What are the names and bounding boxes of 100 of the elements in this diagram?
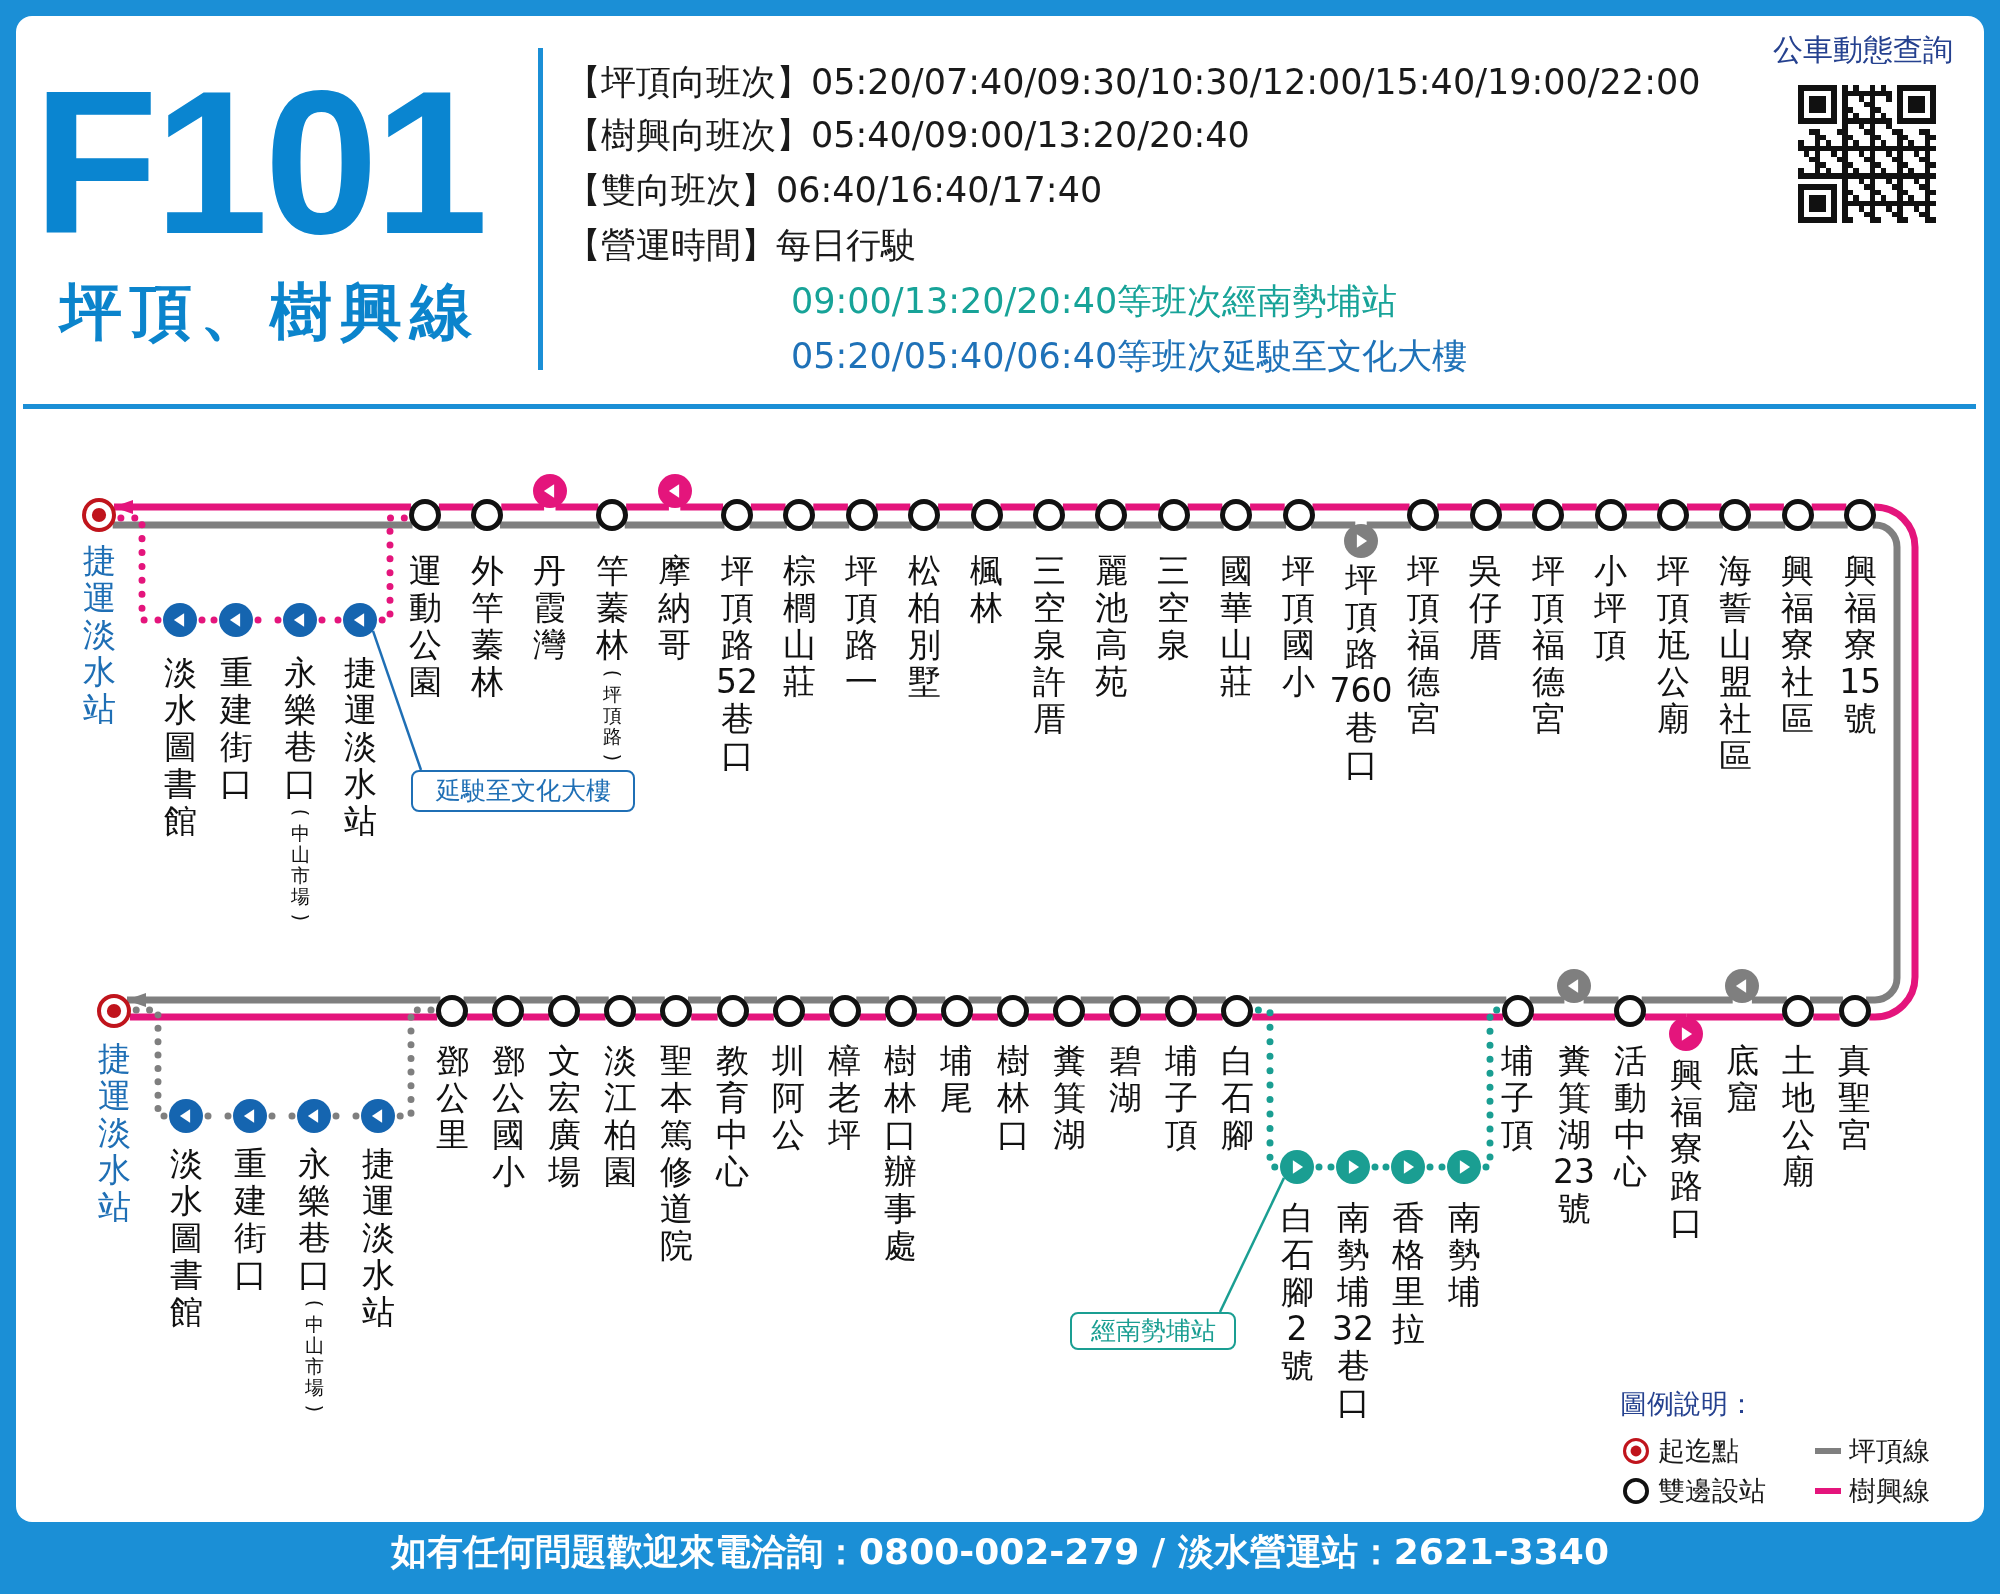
route-line bbox=[1811, 503, 1847, 511]
route-line bbox=[1866, 521, 1901, 1004]
dotted-route-line bbox=[1315, 1163, 1335, 1171]
stop-name: 楓林 bbox=[970, 552, 1004, 626]
stop-name: 坪頂福德宮 bbox=[1406, 552, 1440, 737]
stop-name: 埔子頂 bbox=[1164, 1042, 1198, 1153]
route-line bbox=[1435, 521, 1474, 529]
route-title: F101 bbox=[33, 59, 485, 264]
route-line bbox=[1498, 521, 1536, 529]
legend-label: 樹興線 bbox=[1849, 1475, 1930, 1508]
stop-name: 國華山莊 bbox=[1219, 552, 1253, 700]
route-line bbox=[1061, 521, 1099, 529]
stop-name: 樹林口辦事處 bbox=[884, 1042, 918, 1264]
route-line bbox=[555, 503, 599, 511]
stop-name: 棕櫚山莊 bbox=[782, 552, 816, 700]
route-line bbox=[1024, 996, 1058, 1004]
route-line bbox=[1641, 996, 1733, 1004]
stop-name: 真聖宮 bbox=[1838, 1042, 1871, 1153]
route-line bbox=[1248, 521, 1287, 529]
stop-name: 興福寮社區 bbox=[1781, 552, 1815, 737]
stop-name: 捷運淡水站 bbox=[82, 542, 116, 727]
stop-name: 鄧公國小 bbox=[491, 1042, 525, 1190]
route-line bbox=[1140, 1013, 1167, 1021]
leader-line bbox=[1218, 1177, 1286, 1313]
route-line bbox=[1810, 521, 1848, 529]
route-line bbox=[575, 996, 609, 1004]
route-line bbox=[1685, 521, 1723, 529]
route-line bbox=[938, 503, 973, 511]
route-line bbox=[999, 521, 1037, 529]
stop-name: 碧湖 bbox=[1108, 1042, 1142, 1116]
route-line bbox=[1083, 1013, 1111, 1021]
stop-name: 運動公園 bbox=[408, 552, 442, 700]
stop-name: 土地公廟 bbox=[1781, 1042, 1815, 1190]
route-line bbox=[1749, 503, 1784, 511]
stop-name: 重建街口 bbox=[219, 654, 253, 802]
route-line bbox=[1869, 503, 1919, 1021]
stop-name: 摩納哥 bbox=[658, 552, 692, 663]
route-line bbox=[1192, 996, 1226, 1004]
route-line bbox=[1252, 1013, 1504, 1021]
stop-name: 聖本篤修道院 bbox=[659, 1042, 693, 1264]
stop-name: 教育中心 bbox=[716, 1042, 749, 1190]
route-line bbox=[1532, 1013, 1616, 1021]
route-line bbox=[691, 1013, 718, 1021]
route-line bbox=[519, 996, 553, 1004]
route-line bbox=[874, 521, 912, 529]
route-line bbox=[1644, 1013, 1687, 1021]
route-line bbox=[912, 996, 946, 1004]
route-line bbox=[466, 1013, 494, 1021]
schedule-note: 05:20/05:40/06:40等班次延駛至文化大樓 bbox=[791, 335, 1468, 377]
stop-name: 鄧公里 bbox=[435, 1042, 469, 1153]
dotted-route-line bbox=[332, 1112, 360, 1120]
route-line bbox=[1312, 503, 1410, 511]
route-line bbox=[1186, 521, 1224, 529]
route-line bbox=[1686, 1013, 1784, 1021]
route-line bbox=[747, 1013, 774, 1021]
route-line bbox=[968, 996, 1002, 1004]
stop-name: 文宏廣場 bbox=[547, 1042, 581, 1190]
stop-name: 坪頂路760巷口 bbox=[1329, 561, 1393, 783]
stop-name: 白石腳 bbox=[1220, 1042, 1254, 1153]
route-line bbox=[112, 521, 413, 529]
route-line bbox=[626, 503, 669, 511]
stop-name: 坪頂福德宮 bbox=[1531, 552, 1565, 737]
route-line bbox=[1562, 503, 1597, 511]
dotted-route-line bbox=[117, 514, 162, 624]
schedule-line: 【樹興向班次】05:40/09:00/13:20/20:40 bbox=[566, 114, 1250, 156]
route-line bbox=[624, 521, 725, 529]
dotted-route-line bbox=[132, 1006, 168, 1120]
route-line bbox=[579, 1013, 606, 1021]
stop-name: 樟老坪 bbox=[828, 1042, 862, 1153]
callout: 經南勢埔站 bbox=[1070, 1312, 1236, 1350]
stop-name: 海誓山盟社區 bbox=[1718, 552, 1752, 774]
route-line bbox=[1583, 996, 1619, 1004]
legend-label: 起迄點 bbox=[1658, 1435, 1739, 1468]
stop-name: 糞箕湖23號 bbox=[1553, 1042, 1595, 1227]
route-line bbox=[936, 521, 975, 529]
stop-name: 香格里拉 bbox=[1391, 1199, 1425, 1347]
stop-name: 吳仔厝 bbox=[1469, 552, 1503, 663]
stop-name: 捷運淡水站 bbox=[343, 654, 377, 839]
stop-name: 小坪頂 bbox=[1594, 552, 1628, 663]
route-line bbox=[1250, 503, 1285, 511]
route-line bbox=[1624, 503, 1660, 511]
route-line bbox=[1080, 996, 1114, 1004]
route-line bbox=[1560, 521, 1599, 529]
route-line bbox=[800, 996, 834, 1004]
stop-name: 活動中心 bbox=[1613, 1042, 1647, 1190]
schedule-line: 【雙向班次】06:40/16:40/17:40 bbox=[566, 169, 1103, 211]
route-line bbox=[680, 503, 724, 511]
legend-title: 圖例說明： bbox=[1620, 1388, 1755, 1421]
stop-name: 重建街口 bbox=[233, 1145, 267, 1293]
stop-name: 外竿蓁林 bbox=[470, 552, 504, 700]
route-line bbox=[1813, 1013, 1840, 1021]
route-line bbox=[463, 996, 497, 1004]
dotted-route-line bbox=[204, 1112, 232, 1120]
dotted-route-line bbox=[318, 616, 342, 624]
schedule-note: 09:00/13:20/20:40等班次經南勢埔站 bbox=[791, 280, 1398, 322]
route-line bbox=[1686, 503, 1722, 511]
stop-name: 捷運淡水站 bbox=[97, 1040, 131, 1225]
stop-name: 埔尾 bbox=[940, 1042, 974, 1116]
stop-name: 興福寮15號 bbox=[1839, 552, 1882, 737]
stop-name: 三空泉許厝 bbox=[1032, 552, 1066, 737]
